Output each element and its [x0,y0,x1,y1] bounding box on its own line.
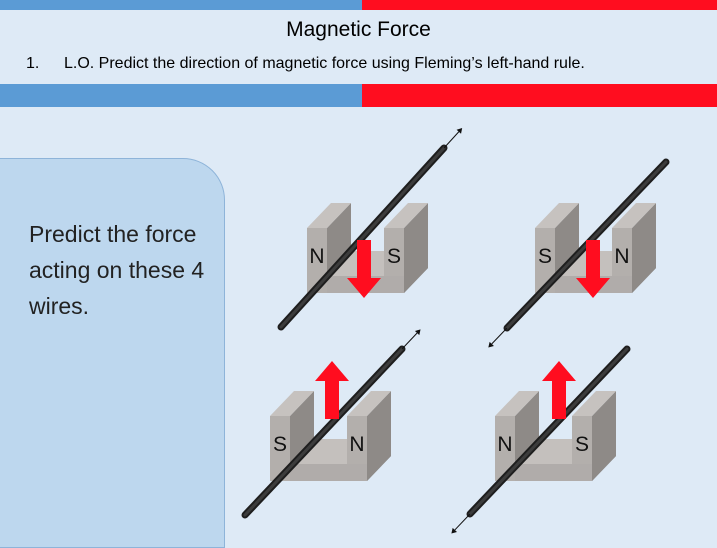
current-arrowhead-icon [456,128,463,134]
left-pole-label: S [538,245,552,268]
current-arrow [401,332,418,350]
force-arrow-up [542,361,576,419]
learning-objective: 1. L.O. Predict the direction of magnetic… [26,55,585,73]
objective-number: 1. [26,55,40,72]
current-arrowhead-icon [451,527,458,534]
current-arrow [454,513,471,531]
current-arrow [491,327,508,345]
right-pole-label: S [387,245,401,268]
current-arrowhead-icon [414,329,421,336]
objective-text: L.O. Predict the direction of magnetic f… [64,55,585,72]
bottom-color-bar [0,84,717,107]
current-arrow [443,131,460,149]
current-arrowhead-icon [488,341,494,348]
left-pole-label: N [309,245,324,268]
right-pole-label: N [349,433,364,456]
slide-title: Magnetic Force [286,18,431,41]
force-arrow-up [315,361,349,419]
right-pole-label: S [575,433,589,456]
top-color-bar [0,0,717,10]
force-arrow-down [576,240,610,298]
left-pole-label: S [273,433,287,456]
prompt-panel [0,158,225,548]
right-pole-label: N [614,245,629,268]
prompt-text: Predict the force acting on these 4 wire… [29,221,205,319]
left-pole-label: N [497,433,512,456]
force-arrow-down [347,240,381,298]
